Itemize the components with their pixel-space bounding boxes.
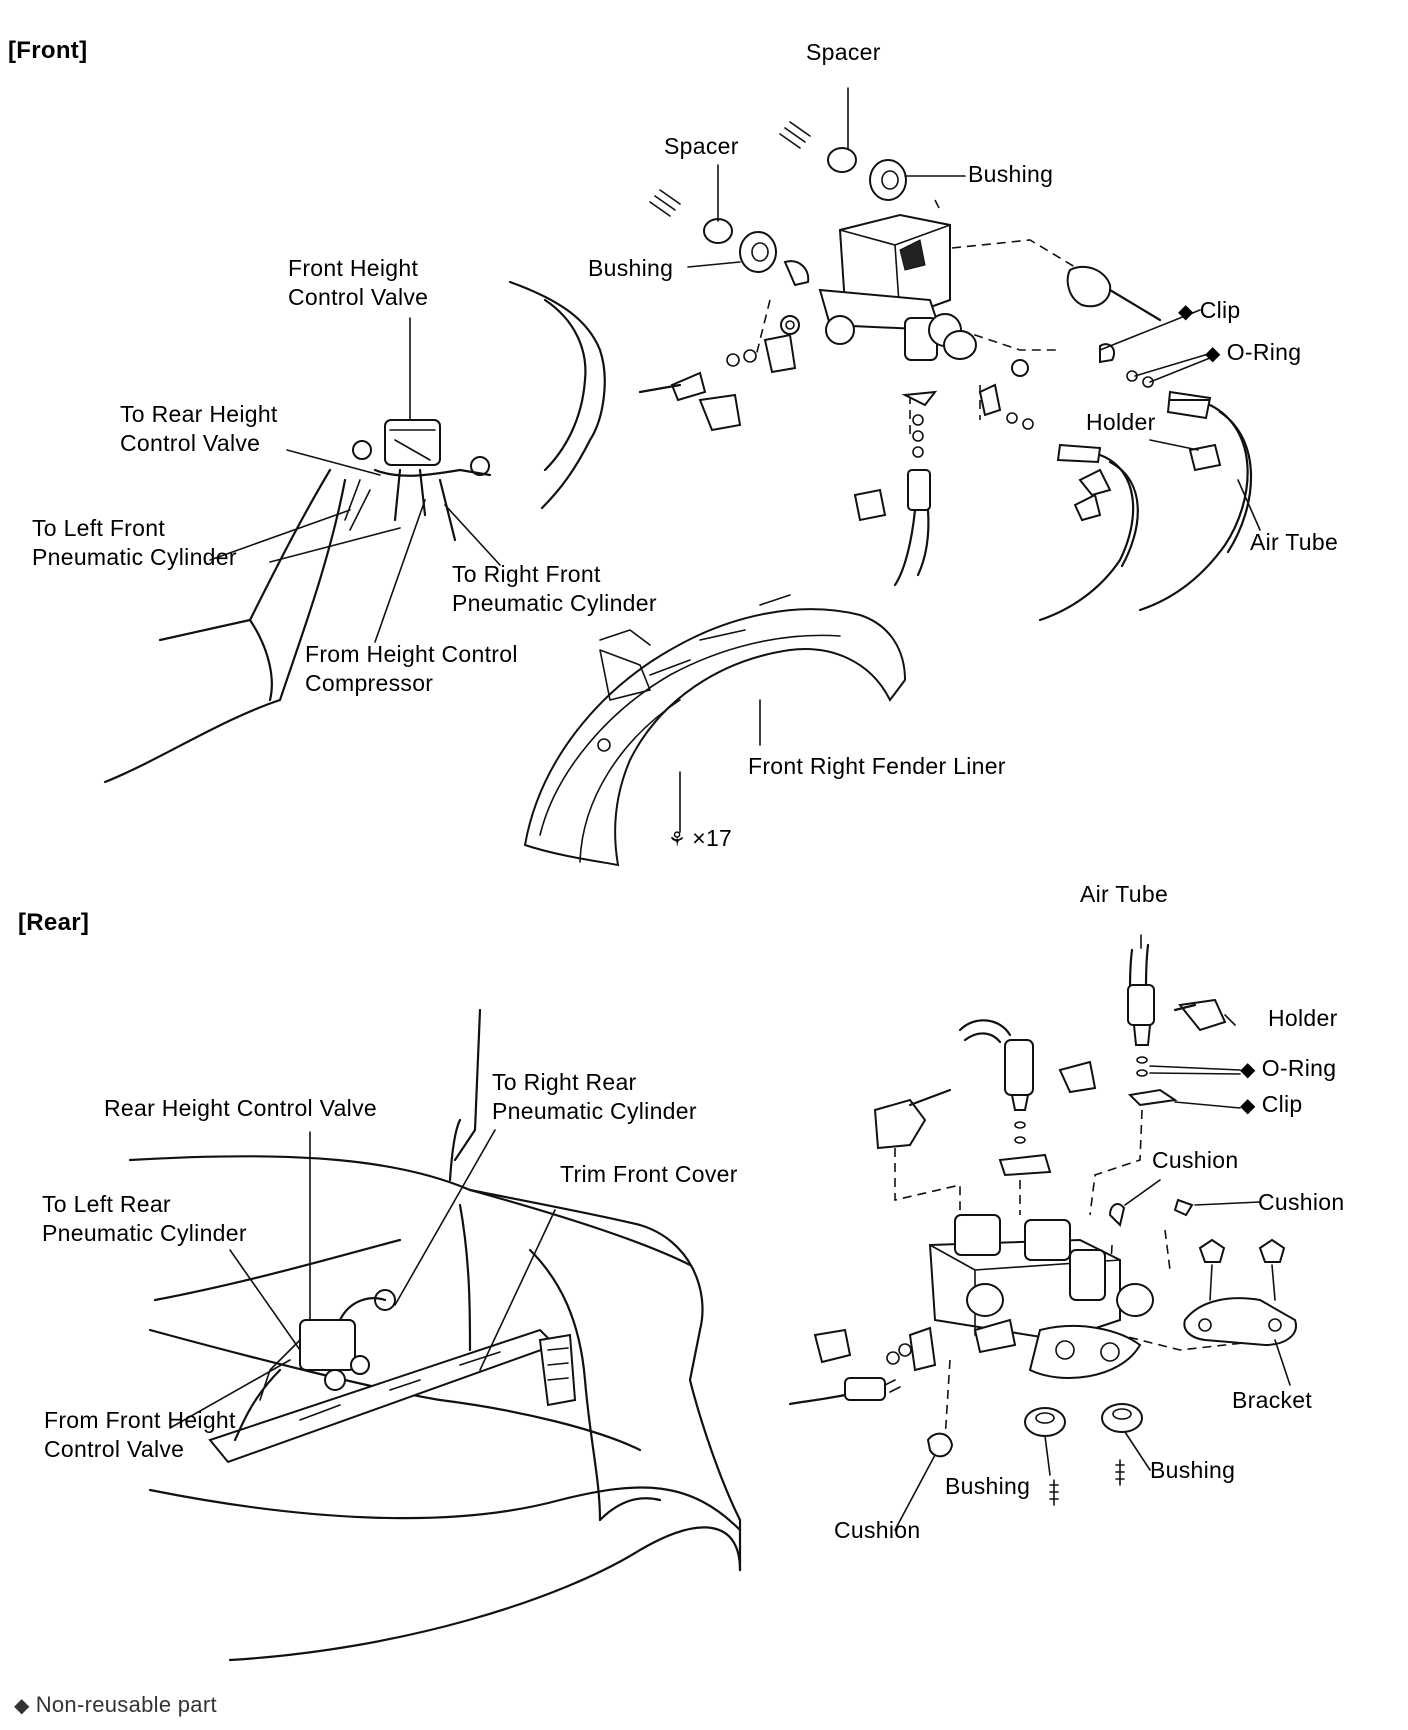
label-screw-count: ⚘×17 (668, 825, 733, 851)
label-front-right-fender-liner: Front Right Fender Liner (748, 753, 1006, 779)
label-holder-rear: Holder (1268, 1005, 1338, 1031)
label-to-left-rear-pneumatic-cylinder: To Left Rear Pneumatic Cylinder (42, 1191, 247, 1246)
label-bushing-top: Bushing (968, 161, 1054, 187)
label-spacer-left: Spacer (664, 133, 739, 159)
label-bushing-rear-right: Bushing (1150, 1457, 1236, 1483)
front-vehicle-outline (103, 280, 606, 784)
label-air-tube-front: Air Tube (1250, 529, 1339, 555)
front-exploded-valve (638, 87, 1261, 622)
label-clip-front: ◆Clip (1178, 297, 1241, 323)
label-spacer-top: Spacer (806, 39, 881, 65)
label-to-rear-height-control-valve: To Rear Height Control Valve (120, 401, 278, 456)
screw-icon: ⚘ (668, 829, 687, 851)
label-to-left-front-pneumatic-cylinder: To Left Front Pneumatic Cylinder (32, 515, 237, 570)
label-bushing-rear-left: Bushing (945, 1473, 1031, 1499)
fender-liner (523, 594, 907, 867)
label-to-right-rear-pneumatic-cylinder: To Right Rear Pneumatic Cylinder (492, 1069, 697, 1124)
label-o-ring-front: ◆O-Ring (1205, 339, 1302, 365)
label-clip-rear: ◆Clip (1240, 1091, 1303, 1117)
rear-section-heading: [Rear] (18, 909, 90, 936)
label-to-right-front-pneumatic-cylinder: To Right Front Pneumatic Cylinder (452, 561, 657, 616)
front-valve-installed (344, 419, 492, 542)
label-from-front-height-control-valve: From Front Height Control Valve (44, 1407, 236, 1462)
label-trim-front-cover: Trim Front Cover (560, 1161, 738, 1187)
non-reusable-icon: ◆ (1178, 301, 1194, 323)
rear-trunk-outline (128, 1008, 742, 1662)
label-bracket: Bracket (1232, 1387, 1313, 1413)
legend-non-reusable: ◆Non-reusable part (14, 1692, 217, 1717)
label-cushion-right: Cushion (1258, 1189, 1345, 1215)
label-air-tube-rear: Air Tube (1080, 881, 1169, 907)
non-reusable-icon: ◆ (1240, 1095, 1256, 1117)
rear-exploded-valve (788, 934, 1297, 1531)
label-cushion-bottom: Cushion (834, 1517, 921, 1543)
label-o-ring-rear: ◆O-Ring (1240, 1055, 1337, 1081)
non-reusable-icon: ◆ (1240, 1059, 1256, 1081)
label-front-height-control-valve: Front Height Control Valve (288, 255, 429, 310)
non-reusable-icon: ◆ (1205, 343, 1221, 365)
front-section-heading: [Front] (8, 37, 88, 64)
front-leader-lines (269, 317, 501, 643)
label-bushing-left: Bushing (588, 255, 674, 281)
label-holder-front: Holder (1086, 409, 1156, 435)
label-cushion-top: Cushion (1152, 1147, 1239, 1173)
non-reusable-icon: ◆ (14, 1695, 30, 1717)
label-from-height-control-compressor: From Height Control Compressor (305, 641, 518, 696)
label-rear-height-control-valve: Rear Height Control Valve (104, 1095, 377, 1121)
